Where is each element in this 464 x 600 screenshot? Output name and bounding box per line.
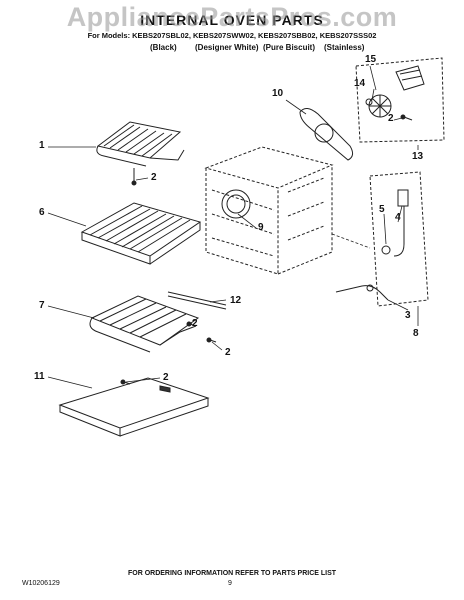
callout-10: 10 [272,88,284,99]
element-bracket [167,291,227,310]
color-label-designer-white: (Designer White) [195,43,259,52]
callout-12: 12 [230,295,242,306]
fan-cover [299,108,354,161]
ordering-note: FOR ORDERING INFORMATION REFER TO PARTS … [127,570,337,577]
callout-9: 9 [258,222,264,233]
callout-14: 14 [354,78,366,89]
sensor-harness-group [335,171,429,307]
callout-4: 4 [395,212,401,223]
callout-2: 2 [388,113,394,124]
callout-1: 1 [39,140,45,151]
convection-fan-group [355,57,445,143]
fan-nut-icon [365,98,373,106]
bake-element [89,295,200,353]
bottom-tray [58,377,210,437]
oven-rack [80,202,202,265]
callout-5: 5 [379,204,385,215]
fan-motor-icon [395,65,425,91]
callout-6: 6 [39,207,45,218]
broil-element [96,121,185,186]
callout-2: 2 [163,372,169,383]
doc-number: W10206129 [22,580,60,587]
callout-15: 15 [365,54,377,65]
color-label-pure-biscuit: (Pure Biscuit) [263,43,316,52]
callout-2: 2 [225,347,231,358]
watermark: AppliancePartsPros.com [66,2,398,32]
oven-cavity [204,146,334,275]
callout-13: 13 [412,151,424,162]
callout-8: 8 [413,328,419,339]
page-title: INTERNAL OVEN PARTS [140,12,324,28]
callout-3: 3 [405,310,411,321]
screw-icons [120,114,413,385]
color-label-stainless: (Stainless) [324,43,365,52]
page-number: 9 [228,580,232,587]
callout-7: 7 [39,300,45,311]
callout-2: 2 [192,318,198,329]
callout-11: 11 [34,371,45,382]
model-list: For Models: KEBS207SBL02, KEBS207SWW02, … [87,31,377,40]
color-label-black: (Black) [150,43,177,52]
convection-opening [221,189,251,219]
callout-2: 2 [151,172,157,183]
